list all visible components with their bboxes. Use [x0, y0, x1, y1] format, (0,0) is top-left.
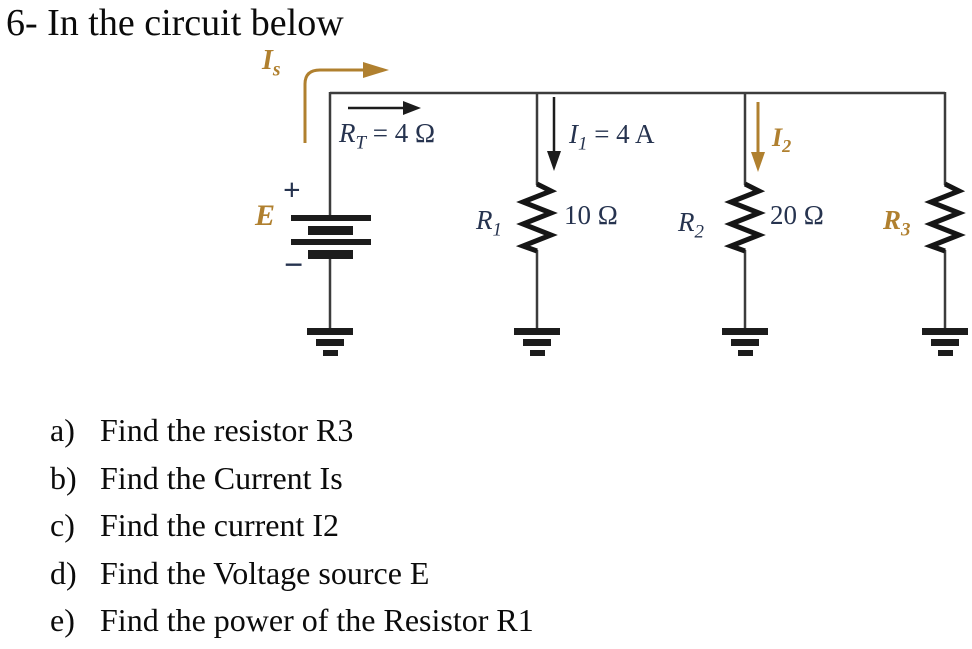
question-list: a) Find the resistor R3 b) Find the Curren… [50, 407, 534, 645]
question-text: Find the current I2 [100, 507, 340, 544]
i1-current-arrow-icon [547, 97, 561, 171]
question-letter: e) [50, 602, 75, 639]
ground-icon-source [307, 328, 353, 356]
r2-value-label: 20 Ω [770, 200, 824, 230]
question-item-e: e) Find the power of the Resistor R1 [50, 597, 534, 645]
circuit-wires [328, 91, 947, 329]
ground-icon-r3 [922, 328, 968, 356]
r1-value-label: 10 Ω [564, 200, 618, 230]
source-e-label: E [255, 199, 276, 232]
question-text: Find the Voltage source E [100, 554, 430, 591]
question-item-d: d) Find the Voltage source E [50, 550, 534, 598]
resistor-r3-icon [923, 181, 966, 254]
r3-name-label: R3 [883, 205, 911, 241]
i2-current-arrow-icon [751, 102, 765, 172]
r2-name-label: R2 [678, 207, 704, 243]
rt-direction-arrow-icon [348, 101, 421, 115]
resistor-r1-icon [515, 181, 558, 254]
ground-icon-r2 [722, 328, 768, 356]
rt-value-label: RT = 4 Ω [339, 118, 436, 154]
is-current-label: Is [262, 45, 281, 81]
question-item-b: b) Find the Current Is [50, 455, 534, 503]
ground-icon-r1 [514, 328, 560, 356]
question-letter: c) [50, 507, 75, 544]
ground-icons [307, 328, 968, 356]
resistor-zigzags [515, 181, 966, 254]
battery-icon [291, 215, 371, 259]
question-text: Find the power of the Resistor R1 [100, 602, 534, 639]
question-text: Find the resistor R3 [100, 412, 354, 448]
question-letter: a) [50, 412, 75, 448]
question-letter: b) [50, 459, 77, 496]
question-item-c: c) Find the current I2 [50, 502, 534, 550]
i2-current-label: I2 [772, 123, 792, 157]
question-item-a: a) Find the resistor R3 [50, 407, 534, 455]
problem-title: 6- In the circuit below [6, 2, 344, 44]
question-letter: d) [50, 554, 77, 591]
source-plus-sign: + [283, 172, 301, 207]
resistor-r2-icon [723, 181, 766, 254]
i1-value-label: I1 = 4 A [569, 119, 655, 155]
is-current-arrow-icon [303, 62, 389, 143]
source-minus-sign: − [284, 247, 304, 284]
question-text: Find the Current Is [100, 459, 343, 496]
r1-name-label: R1 [476, 205, 502, 241]
